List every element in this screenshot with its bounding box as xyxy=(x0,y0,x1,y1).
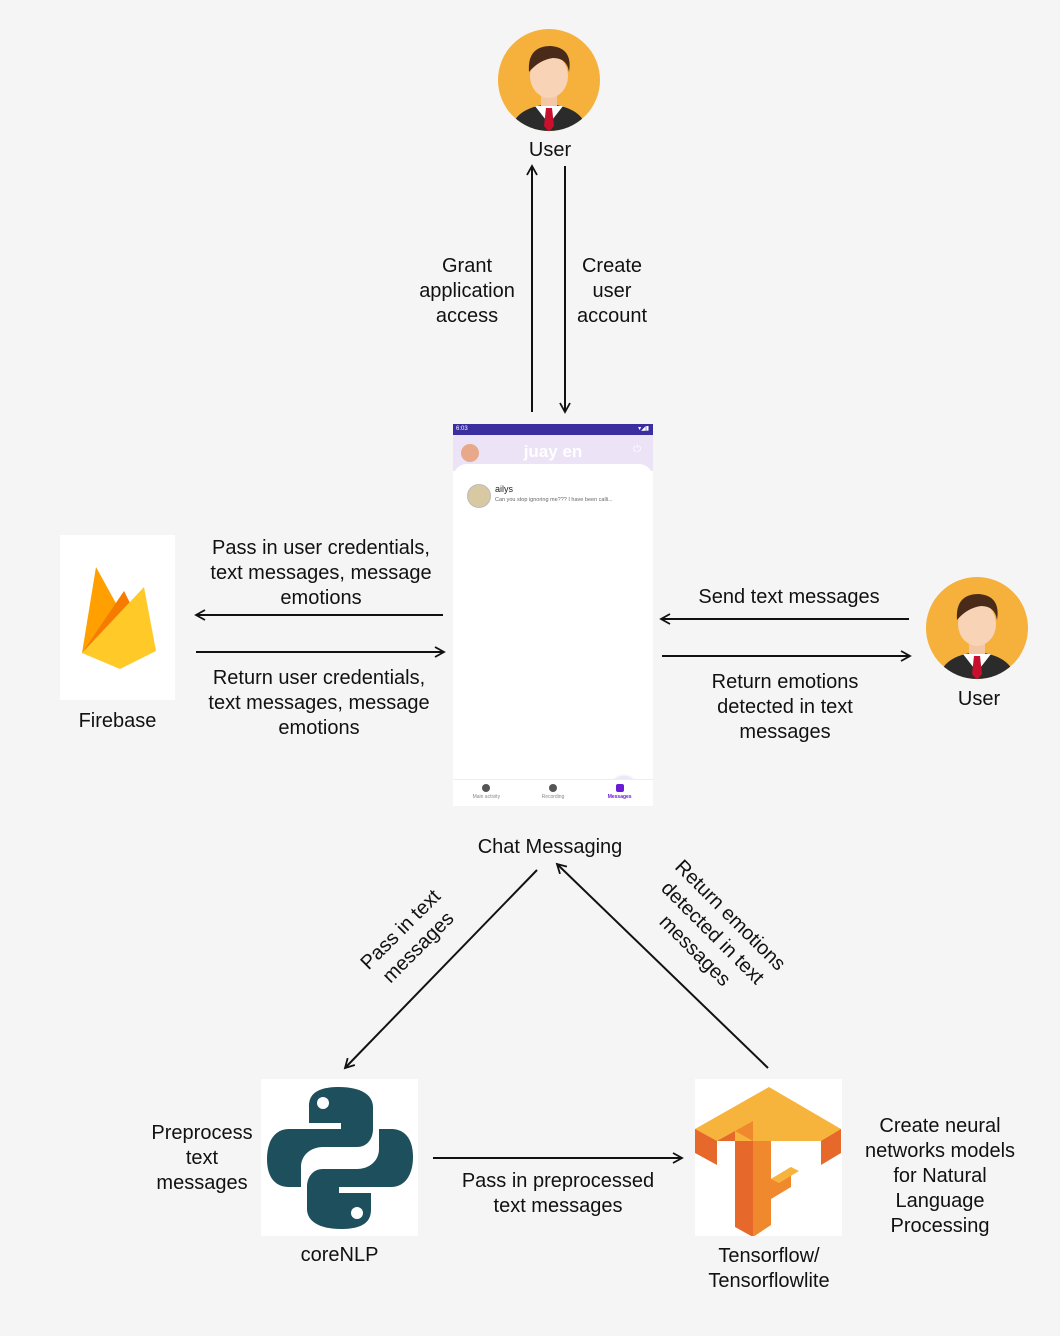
bottom-nav: Main activity Recording Messages xyxy=(453,779,653,806)
messages-icon xyxy=(615,784,624,792)
nav-messages[interactable]: Messages xyxy=(590,780,650,806)
return-credentials-label: Return user credentials,text messages, m… xyxy=(208,667,430,739)
chat-list-item[interactable]: ailys Can you stop ignoring me??? I have… xyxy=(467,482,643,510)
contact-name: ailys xyxy=(495,484,514,494)
user-avatar-icon xyxy=(498,29,600,131)
corenlp-label: coreNLP xyxy=(300,1244,379,1266)
corenlp-card xyxy=(261,1079,418,1236)
firebase-card xyxy=(60,535,175,700)
firebase-label: Firebase xyxy=(78,710,157,732)
nav-main-activity[interactable]: Main activity xyxy=(456,780,516,806)
arrow-pass-in-text xyxy=(343,869,538,1070)
tensorflow-card xyxy=(695,1079,842,1237)
power-icon[interactable]: ⏻ xyxy=(633,444,641,455)
nav-recording[interactable]: Recording xyxy=(523,780,583,806)
status-time: 6:03 xyxy=(456,426,468,432)
python-logo-icon xyxy=(267,1087,413,1229)
chat-list: ailys Can you stop ignoring me??? I have… xyxy=(453,464,653,802)
pass-credentials-label: Pass in user credentials,text messages, … xyxy=(210,537,432,609)
app-title: juay en xyxy=(523,442,583,461)
user-right-label: User xyxy=(957,688,1001,710)
home-icon xyxy=(482,784,491,792)
message-preview: Can you stop ignoring me??? I have been … xyxy=(495,497,613,503)
tensorflow-label: Tensorflow/Tensorflowlite xyxy=(708,1245,830,1292)
chat-messaging-label: Chat Messaging xyxy=(477,836,623,858)
profile-avatar[interactable] xyxy=(461,444,479,462)
send-text-label: Send text messages xyxy=(698,586,880,608)
user-avatar-icon xyxy=(926,577,1028,679)
tensorflow-logo-icon xyxy=(695,1087,841,1237)
record-icon xyxy=(548,784,557,792)
arrow-return-emotions-chat xyxy=(555,862,769,1069)
contact-avatar xyxy=(467,484,491,508)
firebase-logo-icon xyxy=(82,567,156,669)
chat-app-screenshot: 6:03 ▾◢▮ juay en ⏻ ailys Can you stop ig… xyxy=(453,424,653,806)
battery-icon: ▾◢▮ xyxy=(638,426,649,432)
user-top-label: User xyxy=(528,139,572,161)
status-bar: 6:03 ▾◢▮ xyxy=(453,424,653,435)
